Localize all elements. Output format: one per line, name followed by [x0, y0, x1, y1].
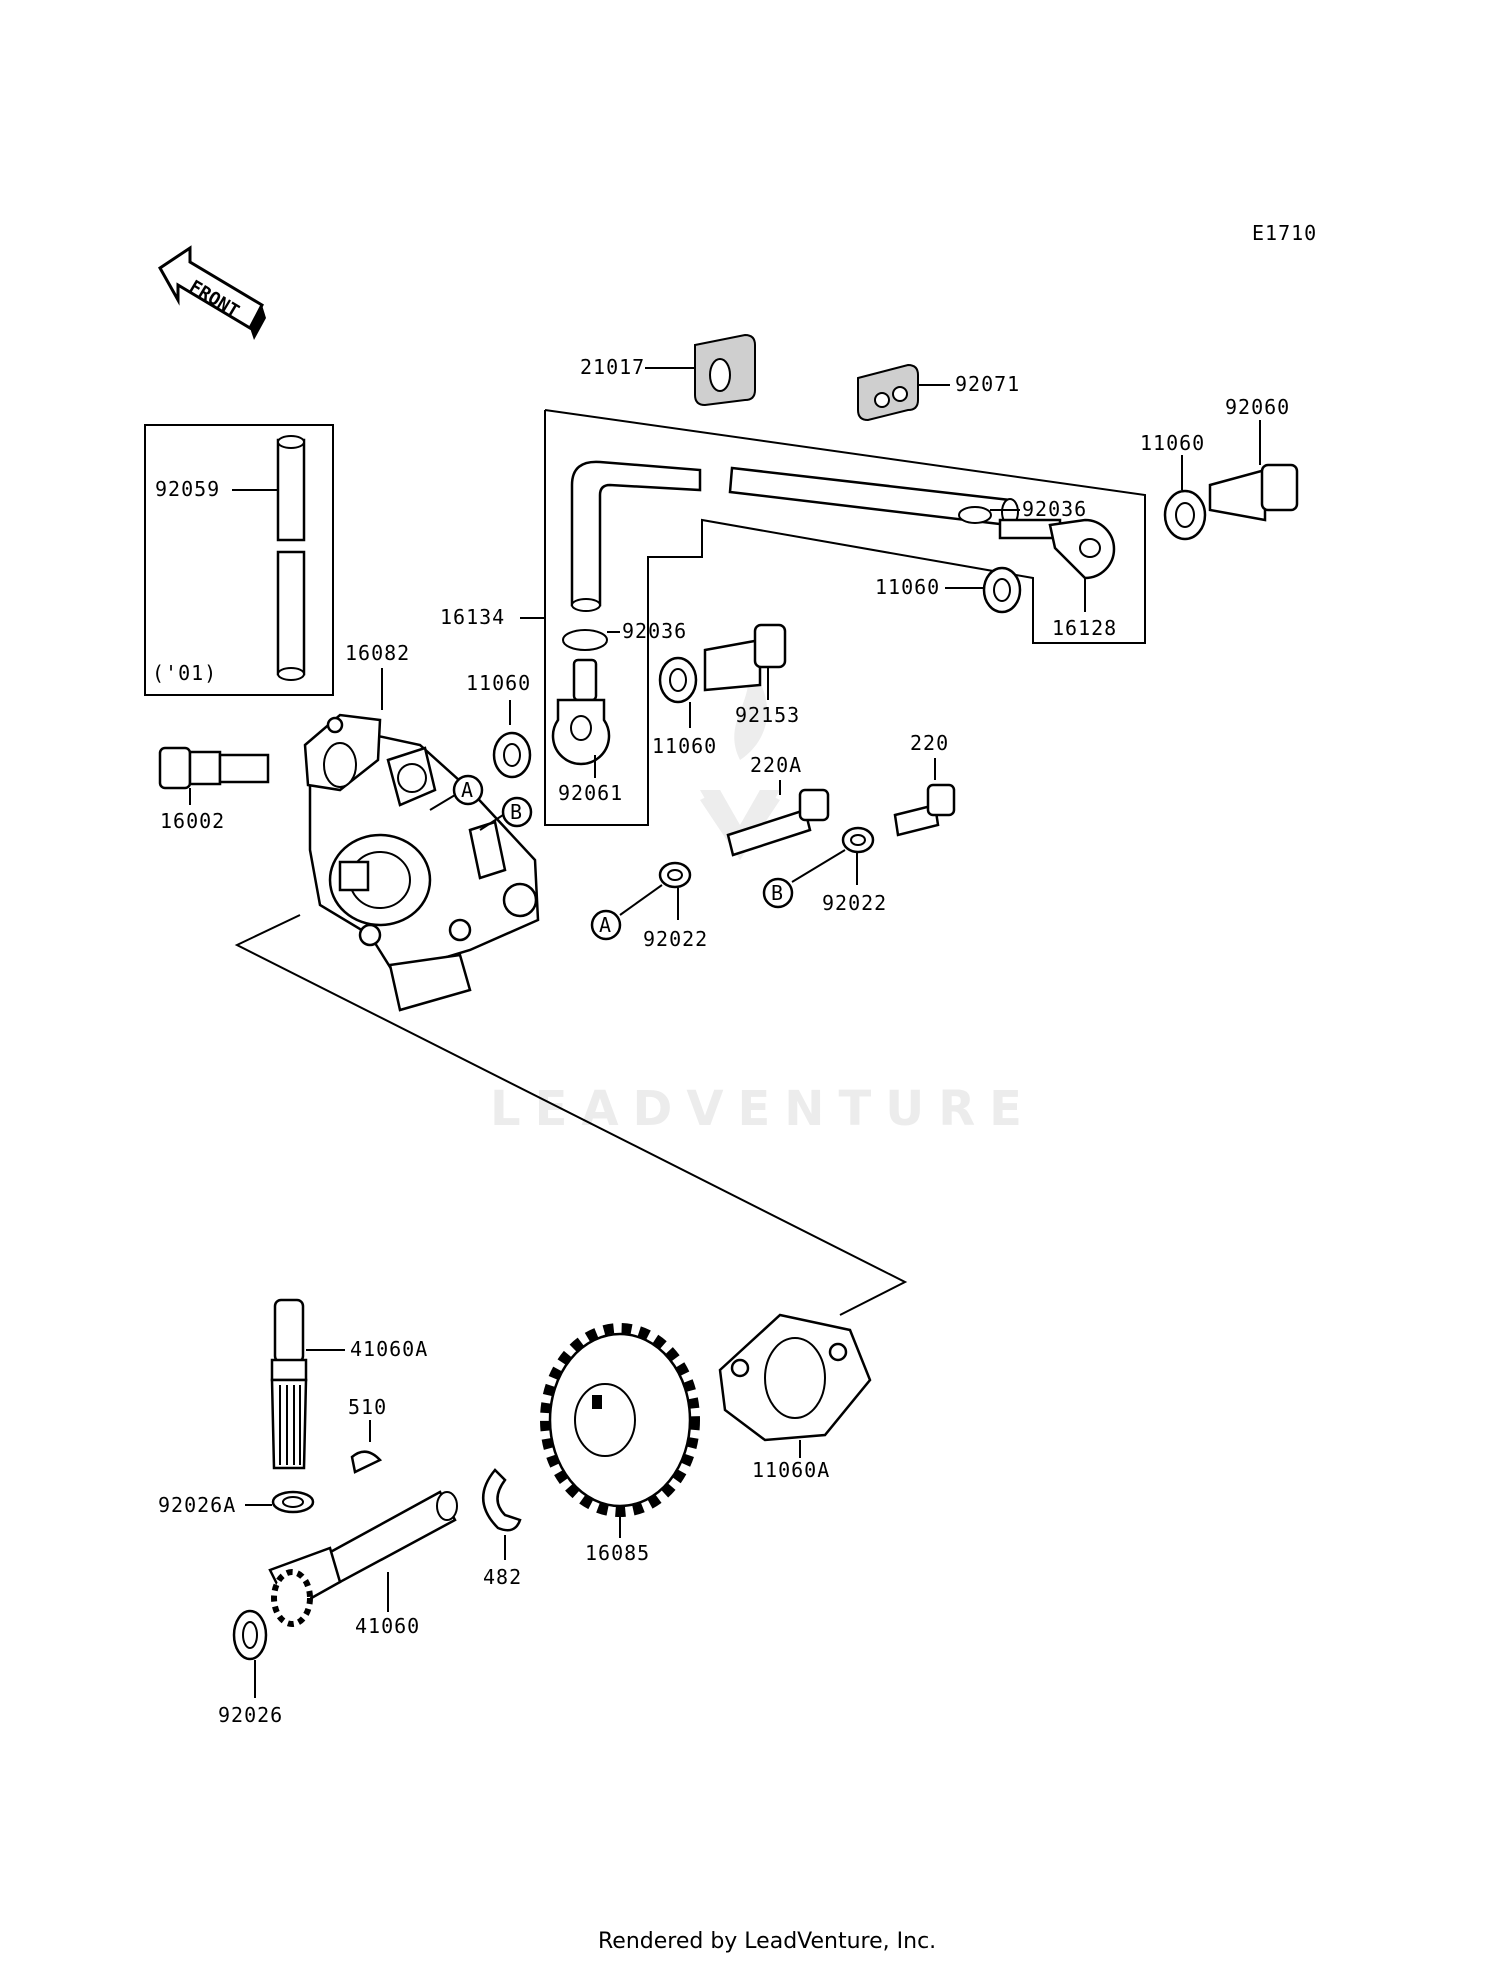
callout-11060-right: 11060: [1140, 431, 1205, 455]
washer-92026A: [271, 1490, 315, 1514]
footer-credit: Rendered by LeadVenture, Inc.: [598, 1929, 936, 1954]
ref-b-marker-2: [762, 877, 794, 909]
callout-16134: 16134: [440, 605, 505, 629]
shaft-41060A: [270, 1298, 308, 1470]
model-year-note: ('01): [152, 661, 217, 685]
callout-16082: 16082: [345, 641, 410, 665]
grommet-21017: [694, 333, 756, 407]
washer-92022-b: [841, 826, 875, 854]
callout-510: 510: [348, 1395, 387, 1419]
callout-41060: 41060: [355, 1614, 420, 1638]
ref-a-marker-2: [590, 909, 622, 941]
diagram-code: E1710: [1252, 221, 1317, 245]
callout-92036-lower: 92036: [622, 619, 687, 643]
washer-11060-mid: [658, 656, 698, 704]
washer-92026: [232, 1609, 268, 1661]
callout-16128: 16128: [1052, 616, 1117, 640]
callout-92036-top: 92036: [1022, 497, 1087, 521]
banjo-bolt-92060: [1208, 463, 1299, 522]
callout-11060-pump: 11060: [466, 671, 531, 695]
oil-hose-upper: [570, 460, 702, 607]
callout-16002: 16002: [160, 809, 225, 833]
grommet-92071: [857, 363, 919, 422]
callout-92061: 92061: [558, 781, 623, 805]
bolt-220: [893, 783, 956, 837]
bleed-bolt-16002: [158, 746, 270, 790]
callout-11060-box: 11060: [875, 575, 940, 599]
callout-92022-b: 92022: [822, 891, 887, 915]
washer-11060-box: [982, 566, 1022, 614]
washer-11060-pump: [492, 731, 532, 779]
banjo-fitting-92061: [551, 658, 611, 766]
oil-pump-16082: [303, 713, 540, 1012]
hose-92059: [276, 435, 306, 681]
banjo-bolt-92153: [703, 623, 787, 692]
clamp-92036-top: [958, 506, 992, 524]
callout-220A: 220A: [750, 753, 802, 777]
ref-a-label-2: A: [599, 913, 612, 937]
callout-11060-mid: 11060: [652, 734, 717, 758]
washer-92022-a: [658, 861, 692, 889]
callout-21017: 21017: [580, 355, 645, 379]
gasket-11060A: [718, 1313, 872, 1442]
shaft-41060: [268, 1490, 458, 1627]
gear-16085: [540, 1323, 700, 1517]
callout-482: 482: [483, 1565, 522, 1589]
callout-41060A: 41060A: [350, 1337, 428, 1361]
bolt-220A: [726, 788, 830, 857]
callout-92059: 92059: [155, 477, 220, 501]
box-92059: [144, 424, 334, 696]
circlip-482: [481, 1468, 522, 1532]
ref-a-marker-1: [452, 774, 484, 806]
callout-92071: 92071: [955, 372, 1020, 396]
key-510: [350, 1450, 383, 1474]
callout-220: 220: [910, 731, 949, 755]
hose-assy-outline: [544, 409, 1146, 826]
callout-92060: 92060: [1225, 395, 1290, 419]
ref-a-label-1: A: [461, 778, 474, 802]
assembly-leader: [234, 914, 908, 1316]
watermark-text: LEADVENTURE: [490, 1081, 1036, 1137]
callout-92026A: 92026A: [158, 1493, 236, 1517]
callout-11060A: 11060A: [752, 1458, 830, 1482]
ref-b-marker-1: [501, 796, 533, 828]
callout-92153: 92153: [735, 703, 800, 727]
callout-92026: 92026: [218, 1703, 283, 1727]
callout-16085: 16085: [585, 1541, 650, 1565]
callout-92022-a: 92022: [643, 927, 708, 951]
front-arrow-icon: FRONT: [158, 245, 266, 340]
ref-b-label-1: B: [510, 800, 523, 824]
washer-11060-right: [1163, 489, 1207, 541]
clamp-92036-lower: [562, 629, 608, 651]
ref-b-label-2: B: [771, 881, 784, 905]
banjo-fitting-16128: [998, 518, 1116, 580]
